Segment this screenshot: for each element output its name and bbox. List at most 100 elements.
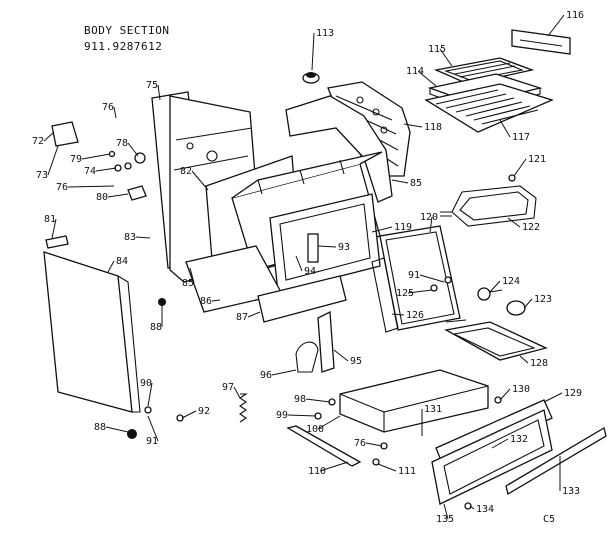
callout-label: 124 [502,276,520,287]
callout-label: 73 [36,170,48,181]
callout-leader [429,216,433,233]
callout-leader [443,503,449,520]
callout-leader [247,311,261,318]
callout-leader [191,170,209,191]
callout-leader [105,426,129,433]
callout-leader [547,14,565,37]
callout-label: 88 [150,322,162,333]
callout-label: 78 [116,138,128,149]
callout-label: 86 [200,296,212,307]
callout-leader [211,299,221,302]
callout-label: 80 [96,192,108,203]
part-133-trim-strip [505,426,607,496]
callout-label: 99 [276,410,288,421]
part-88-leveling-leg [127,298,166,439]
part-119-oven-frame [269,193,381,293]
part-87-kick-panel [257,275,347,323]
part-115-broil-pan-insert [433,57,535,85]
diagram-code: C5 [543,514,555,525]
part-96-hinge-bracket [295,341,319,373]
callout-leader [135,236,151,239]
callout-label: 76 [102,102,114,113]
callout-label: 90 [140,378,152,389]
callout-leader [51,218,57,239]
part-116-bracket [511,29,571,55]
part-95-door-hinge [317,310,335,373]
callout-label: 100 [306,424,324,435]
callout-label: 83 [124,232,136,243]
callout-leader [43,131,55,142]
callout-leader [499,119,511,138]
callout-label: 76 [56,182,68,193]
part-80-bracket [127,185,147,201]
callout-label: 88 [94,422,106,433]
callout-leader [407,289,433,294]
callout-label: 118 [424,122,442,133]
callout-label: 76 [354,438,366,449]
callout-leader [47,145,59,176]
diagram-title: BODY SECTION [84,24,169,37]
callout-leader [67,185,115,188]
part-113-knob [302,72,320,84]
callout-leader [157,84,161,101]
part-134-screw [464,502,472,510]
callout-label: 91 [408,270,420,281]
callout-label: 134 [476,504,494,515]
callout-leader [127,142,139,157]
callout-label: 92 [198,406,210,417]
callout-leader [271,369,297,376]
callout-leader [403,123,423,128]
callout-leader [513,158,527,177]
callout-leader [147,382,153,407]
callout-leader [311,32,315,71]
part-122-bake-element [440,185,537,227]
part-135-drawer-panel [431,409,553,505]
part-121-screw [508,174,516,182]
callout-label: 87 [236,312,248,323]
callout-label: 115 [428,44,446,55]
callout-label: 72 [32,136,44,147]
part-125-screw [430,284,438,292]
callout-leader [95,167,117,172]
part-110-drawer-rail [286,425,362,467]
callout-label: 135 [436,514,454,525]
callout-label: 85 [410,178,422,189]
callout-leader [317,245,337,248]
callout-label: 129 [564,388,582,399]
callout-leader [489,280,501,293]
callout-label: 131 [424,404,442,415]
callout-label: 126 [406,310,424,321]
part-130-screw [494,396,502,404]
callout-leader [287,414,317,417]
callout-label: 91 [146,436,158,447]
callout-label: 96 [260,370,272,381]
callout-label: 93 [338,242,350,253]
callout-label: 113 [316,28,334,39]
callout-leader [365,442,383,447]
callout-label: 114 [406,66,424,77]
callout-label: 110 [308,466,326,477]
callout-leader [491,438,509,449]
part-128-broil-element [444,319,548,361]
callout-leader [523,298,533,309]
diagram-part-number: 911.9287612 [84,40,162,53]
part-100-storage-drawer [339,369,489,433]
callout-label: 132 [510,434,528,445]
callout-label: 121 [528,154,546,165]
callout-label: 74 [84,166,96,177]
callout-label: 119 [394,222,412,233]
part-73-plate [51,121,79,147]
callout-label: 130 [512,384,530,395]
callout-label: 95 [350,356,362,367]
callout-label: 120 [420,212,438,223]
callout-leader [371,226,393,233]
callout-leader [439,48,453,67]
part-124-lamp-socket [477,287,503,301]
part-90-screw [144,406,152,414]
part-111-screw [372,458,380,466]
callout-label: 97 [222,382,234,393]
callout-leader [499,388,511,401]
callout-leader [319,461,349,472]
